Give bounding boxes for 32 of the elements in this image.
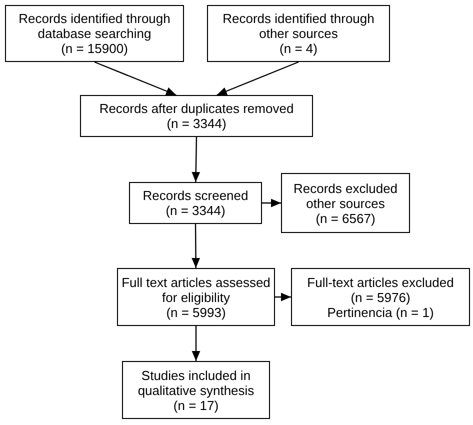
box-text: (n = 5976) <box>350 290 410 304</box>
box-text: Full-text articles excluded <box>307 274 454 290</box>
arrow <box>192 224 200 268</box>
box-text: Records identified through other sources <box>222 11 376 41</box>
process-box <box>117 268 275 326</box>
process-box <box>207 5 390 62</box>
process-box <box>80 95 313 137</box>
arrow <box>94 61 176 96</box>
box-text: Pertinencia (n = 1) <box>327 304 434 320</box>
box-text: (n = 3344) <box>166 203 226 218</box>
box-text: Studies included in qualitative synthesis <box>136 368 256 398</box>
arrow <box>216 61 299 96</box>
box-text: (n = 15900) <box>61 41 128 56</box>
box-text: Records excluded other sources <box>292 180 399 210</box>
process-box <box>291 268 470 326</box>
process-box <box>129 182 262 224</box>
box-text: (n = 4) <box>280 41 318 56</box>
arrow <box>192 326 200 361</box>
arrow <box>192 136 200 182</box>
arrow <box>262 198 281 208</box>
process-box <box>281 173 410 233</box>
box-text: (n = 17) <box>173 398 219 412</box>
box-text: Records after duplicates removed <box>99 101 294 116</box>
box-text: (n = 6567) <box>316 210 376 226</box>
box-text: (n = 5993) <box>166 304 226 320</box>
box-text: Records screened <box>142 188 248 203</box>
box-text: Records identified through database searching <box>18 11 172 41</box>
process-box <box>5 5 184 62</box>
process-box <box>122 361 270 419</box>
arrow <box>275 292 291 302</box>
box-text: Full text articles assessed for eligibility <box>121 274 271 304</box>
box-text: (n = 3344) <box>166 116 226 131</box>
